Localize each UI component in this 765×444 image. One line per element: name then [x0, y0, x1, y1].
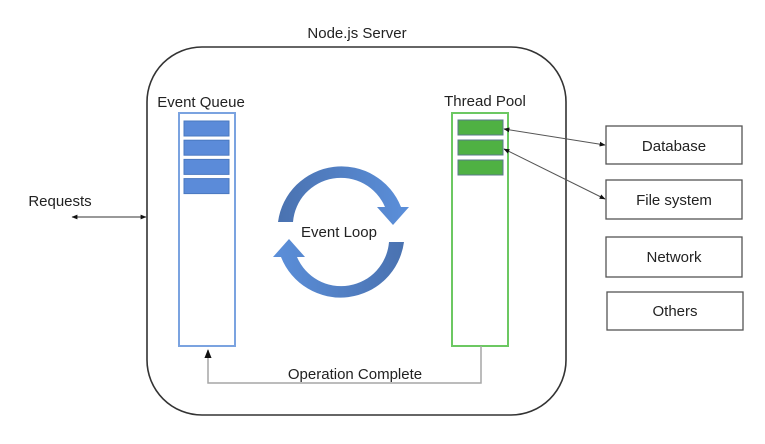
resource-file-system-box [605, 179, 743, 220]
event-loop-bottom-arrow-icon [273, 239, 404, 298]
event-queue-item [183, 158, 230, 175]
resource-file-system: File system [605, 179, 743, 220]
resource-network: Network [605, 236, 743, 278]
connection-thread2-filesystem [503, 148, 606, 200]
thread-pool-item [457, 159, 504, 176]
operation-complete-label: Operation Complete [288, 366, 422, 383]
resource-network-box [605, 236, 743, 278]
requests-label: Requests [28, 193, 91, 210]
resource-file-system-label: File system [636, 192, 712, 209]
event-loop-label: Event Loop [301, 224, 377, 241]
thread-pool-item [457, 139, 504, 156]
resource-database-label: Database [642, 138, 706, 155]
event-queue-item [183, 178, 230, 195]
thread-pool-label: Thread Pool [444, 93, 526, 110]
thread-pool-item [457, 119, 504, 136]
resource-others: Others [606, 291, 744, 331]
server-title: Node.js Server [307, 25, 406, 42]
event-queue-item [183, 139, 230, 156]
event-queue-label: Event Queue [157, 94, 245, 111]
event-loop-top-arrow-icon [278, 166, 409, 225]
resource-others-label: Others [652, 303, 697, 320]
thread-pool-items [457, 119, 504, 176]
resource-network-label: Network [646, 249, 702, 266]
connection-thread1-database [503, 127, 606, 147]
server-container [146, 46, 567, 416]
resource-database: Database [605, 125, 743, 165]
resource-database-box [605, 125, 743, 165]
event-queue-items [183, 120, 230, 195]
operation-complete-arrow [204, 346, 482, 384]
resource-others-box [606, 291, 744, 331]
event-queue-item [183, 120, 230, 137]
